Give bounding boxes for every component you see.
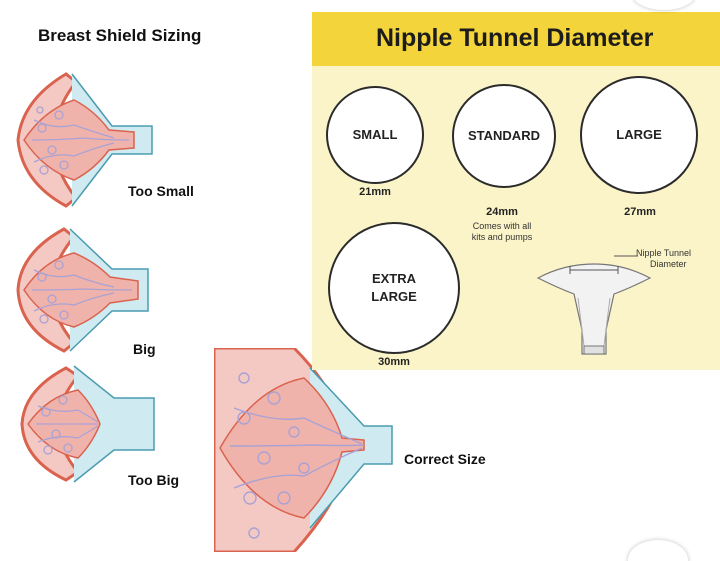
large-circle: LARGE xyxy=(580,76,698,194)
label-leader-line xyxy=(614,255,638,257)
extra-large-label-line-2: LARGE xyxy=(371,289,417,304)
nipple-tunnel-label-line-1: Nipple Tunnel xyxy=(636,248,692,258)
corner-overlay-bottom xyxy=(628,540,688,561)
large-label: LARGE xyxy=(616,127,662,143)
too-small-caption: Too Small xyxy=(128,183,194,199)
small-label: SMALL xyxy=(352,127,398,143)
standard-mm: 24mm xyxy=(486,206,518,218)
panel-header: Nipple Tunnel Diameter xyxy=(312,12,720,66)
small-mm: 21mm xyxy=(359,186,391,198)
small-circle: SMALL xyxy=(326,86,424,184)
too-big-caption: Too Big xyxy=(128,472,180,488)
correct-size-illustration xyxy=(214,348,393,552)
correct-size-caption: Correct Size xyxy=(404,451,486,467)
breast-shield-sizing-title: Breast Shield Sizing xyxy=(38,26,202,45)
panel-title: Nipple Tunnel Diameter xyxy=(376,24,654,52)
breast-shield-diagram xyxy=(536,263,652,355)
standard-circle: STANDARD xyxy=(452,84,556,188)
extra-large-circle: EXTRA LARGE xyxy=(328,222,460,354)
standard-note-line-2: kits and pumps xyxy=(471,232,533,243)
big-illustration xyxy=(16,227,149,353)
too-small-illustration xyxy=(16,72,153,208)
too-big-illustration xyxy=(20,365,155,483)
extra-large-label-line-1: EXTRA xyxy=(371,271,417,287)
corner-overlay-top xyxy=(632,0,696,10)
standard-note-line-1: Comes with all xyxy=(472,221,532,231)
big-caption: Big xyxy=(133,341,156,357)
nipple-tunnel-panel: Nipple Tunnel Diameter SMALL 21mm STANDA… xyxy=(312,12,720,370)
large-mm: 27mm xyxy=(624,206,656,218)
standard-label: STANDARD xyxy=(468,128,540,144)
nipple-tunnel-label: Nipple Tunnel Diameter xyxy=(636,248,720,270)
standard-note: Comes with all kits and pumps xyxy=(456,221,548,244)
extra-large-mm: 30mm xyxy=(378,356,410,368)
nipple-tunnel-label-line-2: Diameter xyxy=(650,258,687,269)
